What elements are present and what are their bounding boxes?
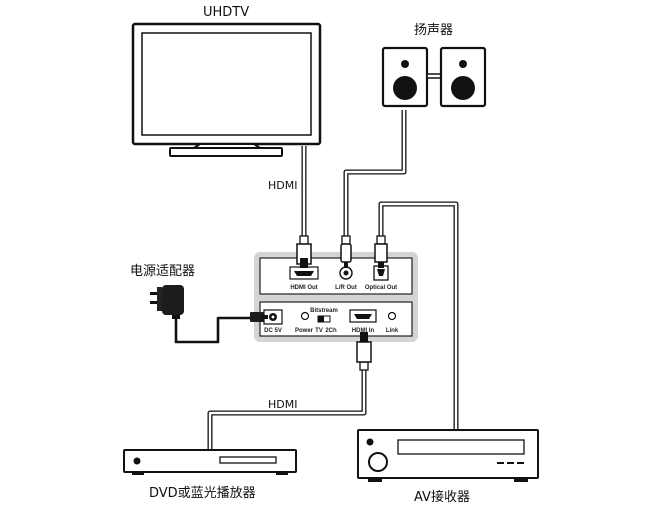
power-label: Power <box>295 328 314 334</box>
optical-out-port <box>373 265 389 281</box>
av-receiver-icon <box>357 429 539 482</box>
link-led-icon <box>387 311 397 321</box>
power-adapter-label: 电源适配器 <box>130 264 196 279</box>
hdmi-top-label: HDMI <box>268 179 298 192</box>
lr-out-port <box>339 266 353 280</box>
hdmi-in-port <box>349 309 377 323</box>
hdmi-bottom-label: HDMI <box>268 398 298 411</box>
hdmi-cable-dvd <box>207 370 367 450</box>
link-label: Link <box>386 328 399 334</box>
lr-out-plug <box>340 235 352 268</box>
output-panel <box>259 257 413 295</box>
uhdtv-icon <box>131 22 322 157</box>
dvd-player-icon <box>123 449 297 475</box>
dc-power-plug <box>250 312 268 322</box>
two-ch-switch-label: 2Ch <box>325 328 337 334</box>
input-panel <box>259 301 413 337</box>
power-led-icon <box>300 311 310 321</box>
cables <box>174 110 459 450</box>
optical-cable-receiver <box>378 201 459 430</box>
audio-cable-speakers <box>343 110 407 236</box>
speakers-label: 扬声器 <box>414 23 454 38</box>
bitstream-label: Bitstream <box>310 308 338 314</box>
hdmi-in-label: HDMI In <box>352 328 375 334</box>
dc-5v-label: DC 5V <box>264 328 282 334</box>
audio-extractor-device: HDMI Out L/R Out Optical Out DC 5V Power… <box>254 252 418 342</box>
power-cable <box>174 316 252 344</box>
hdmi-out-label: HDMI Out <box>290 285 317 291</box>
tv-switch-label: TV <box>315 328 323 334</box>
bitstream-switch <box>317 315 331 323</box>
lr-out-label: L/R Out <box>335 285 357 291</box>
hdmi-in-plug <box>356 332 372 371</box>
uhdtv-label: UHDTV <box>203 5 250 20</box>
optical-out-plug <box>374 235 388 268</box>
connector-plugs <box>250 235 388 371</box>
power-adapter-icon <box>150 285 184 319</box>
hdmi-out-plug <box>296 235 312 268</box>
dvd-player-label: DVD或蓝光播放器 <box>149 486 256 501</box>
speakers-icon <box>381 46 487 108</box>
optical-out-label: Optical Out <box>365 285 397 291</box>
hdmi-out-port <box>289 266 319 280</box>
av-receiver-label: AV接收器 <box>414 490 470 505</box>
